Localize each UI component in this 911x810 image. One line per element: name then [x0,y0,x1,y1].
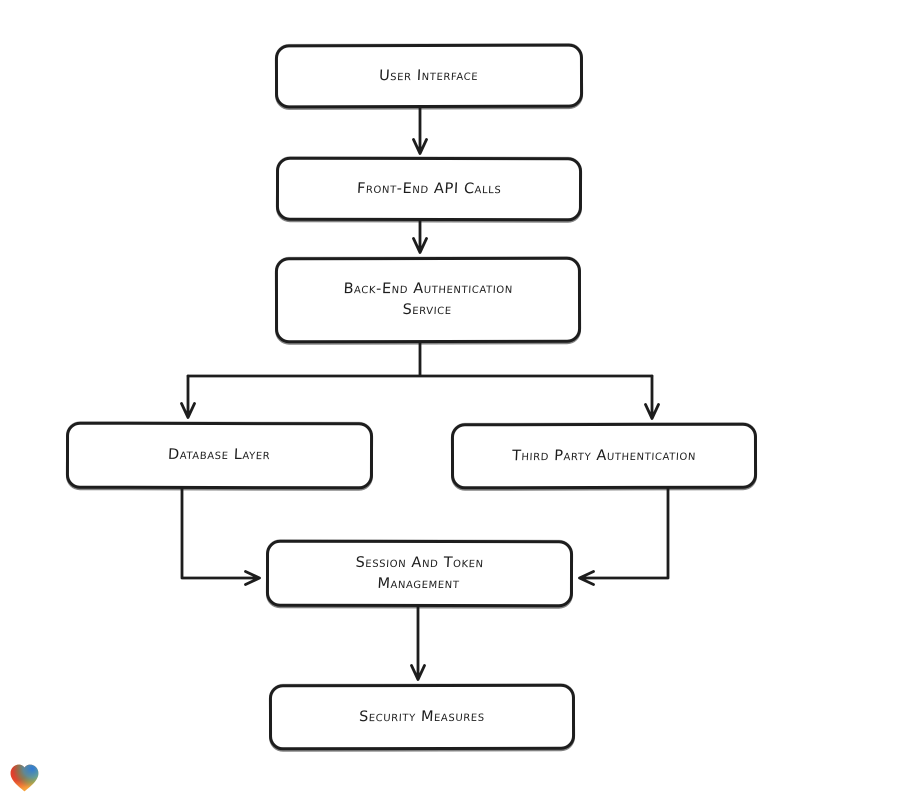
node-back-end-authentication-service-label: Back-End Authentication Service [343,280,514,319]
node-session-and-token-management: Session And Token Management [265,539,574,608]
node-back-end-authentication-service: Back-End Authentication Service [274,256,582,344]
node-user-interface-label: User Interface [379,67,480,84]
node-database-layer: Database Layer [65,421,374,490]
node-third-party-authentication: Third Party Authentication [450,422,758,490]
node-third-party-authentication-label: Third Party Authentication [511,447,697,464]
edge-front-end-api-calls-to-back-end-authentication-service [412,219,428,254]
edge-user-interface-to-front-end-api-calls [412,106,428,155]
edge-back-end-branch-line [186,341,654,378]
node-front-end-api-calls-label: Front-End API Calls [356,180,502,197]
node-session-and-token-management-label: Session And Token Management [355,554,485,592]
heart-blue-overlay [10,764,39,792]
node-database-layer-label: Database Layer [167,446,272,464]
edge-branch-to-database-layer [180,374,196,419]
heart-logo [10,764,39,792]
node-security-measures-label: Security Measures [358,708,486,725]
node-user-interface: User Interface [274,43,584,109]
edge-branch-to-third-party-authentication [644,374,660,420]
edge-database-layer-to-session-and-token-management [180,487,261,586]
edge-session-and-token-management-to-security-measures [410,605,426,681]
edge-third-party-authentication-to-session-and-token-management [578,487,670,586]
node-front-end-api-calls: Front-End API Calls [275,156,583,222]
node-security-measures: Security Measures [268,683,576,751]
